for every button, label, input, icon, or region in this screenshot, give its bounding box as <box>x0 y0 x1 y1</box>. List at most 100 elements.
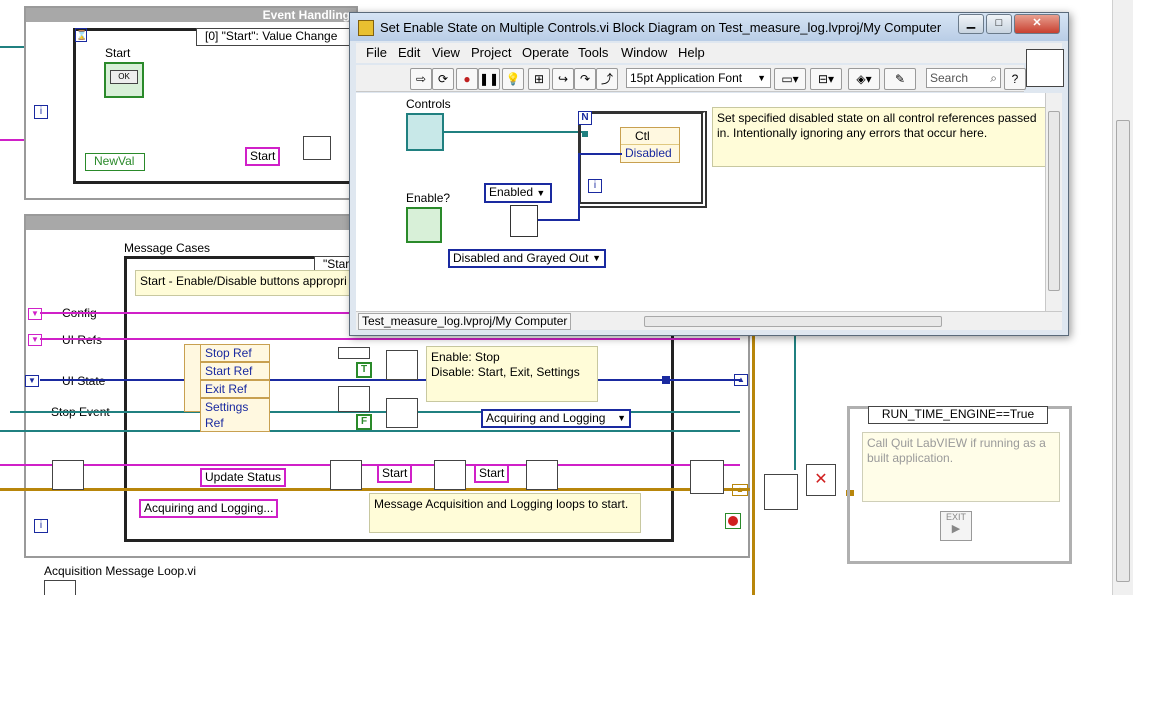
step-out-icon[interactable]: ⤴ <box>596 68 618 90</box>
font-select[interactable]: 15pt Application Font ▼ <box>626 68 771 88</box>
project-path[interactable]: Test_measure_log.lvproj/My Computer <box>358 313 571 330</box>
error-handler-subvi[interactable] <box>690 460 724 494</box>
menu-operate[interactable]: Operate <box>522 45 569 60</box>
true-constant[interactable]: T <box>356 362 372 378</box>
acquisition-loop-subvi[interactable] <box>44 580 76 595</box>
chevron-down-icon: ▼ <box>757 73 766 83</box>
start-message-2[interactable]: Start <box>474 464 510 483</box>
quit-labview-node[interactable]: EXIT ▶ <box>940 511 972 541</box>
font-select-value: 15pt Application Font <box>630 71 743 85</box>
window-vscroll-thumb[interactable] <box>1048 111 1060 291</box>
menu-project[interactable]: Project <box>471 45 512 60</box>
runtime-case-selector[interactable]: RUN_TIME_ENGINE==True <box>868 406 1048 424</box>
start-button-terminal[interactable]: OK <box>104 62 144 98</box>
error-tunnel <box>846 490 854 496</box>
dequeue-message-subvi[interactable] <box>52 460 84 490</box>
build-array-small[interactable] <box>338 347 370 359</box>
subvi-block-diagram-window[interactable]: Set Enable State on Multiple Controls.vi… <box>349 12 1069 336</box>
start-message-1[interactable]: Start <box>377 464 413 483</box>
window-title: Set Enable State on Multiple Controls.vi… <box>380 20 942 35</box>
ui-state-output-register: ▲ <box>734 374 748 386</box>
stop-terminal[interactable] <box>725 513 741 529</box>
merge-errors-node[interactable] <box>764 474 798 510</box>
enum-wire-vertical <box>578 153 580 221</box>
set-enable-state-subvi-2[interactable] <box>386 398 418 428</box>
disabled-grayed-enum-constant[interactable]: Disabled and Grayed Out ▼ <box>448 249 606 268</box>
context-help-icon[interactable]: ? <box>1004 68 1026 90</box>
window-hscroll-thumb[interactable] <box>644 316 942 327</box>
update-status-constant[interactable]: Update Status <box>200 468 287 487</box>
queue-wire <box>0 430 740 432</box>
select-node[interactable] <box>510 205 538 237</box>
enable-terminal[interactable] <box>406 207 442 243</box>
event-frame-title: Event Handling <box>26 8 356 22</box>
close-button[interactable]: ✕ <box>1014 14 1060 34</box>
window-vertical-scrollbar[interactable] <box>1045 93 1062 311</box>
subvi-diagram-canvas[interactable]: Controls Enable? N i Ctl Disabled Enable… <box>356 93 1048 311</box>
false-constant[interactable]: F <box>356 414 372 430</box>
step-into-icon[interactable]: ↪ <box>552 68 574 90</box>
retain-wire-values-icon[interactable]: ⊞ <box>528 68 550 90</box>
loop-iteration-terminal: i <box>588 179 602 193</box>
highlight-execution-icon[interactable]: 💡 <box>502 68 524 90</box>
chevron-down-icon: ▼ <box>536 188 546 198</box>
exit-icon: ▶ <box>951 523 961 535</box>
acquisition-loop-label: Acquisition Message Loop.vi <box>44 564 197 578</box>
error-vertical-wire <box>752 330 755 595</box>
enable-label: Enable? <box>406 191 451 205</box>
cleanup-diagram-icon[interactable]: ✎ <box>884 68 916 90</box>
quit-comment: Call Quit LabVIEW if running as a built … <box>862 432 1060 502</box>
search-input[interactable]: Search ⌕ <box>926 68 1001 88</box>
start-control-label: Start <box>105 46 131 60</box>
disabled-grayed-enum-text: Disabled and Grayed Out <box>453 251 589 265</box>
event-case-selector[interactable]: [0] "Start": Value Change <box>196 28 356 46</box>
menu-view[interactable]: View <box>432 45 460 60</box>
enqueue-start-subvi-1[interactable] <box>434 460 466 490</box>
enum-tunnel <box>662 376 670 384</box>
enqueue-start-subvi-2[interactable] <box>526 460 558 490</box>
controls-array-terminal[interactable] <box>406 113 444 151</box>
menu-edit[interactable]: Edit <box>398 45 421 60</box>
minimize-button[interactable]: ▁ <box>958 14 984 34</box>
release-queue-node[interactable]: ✕ <box>806 464 836 496</box>
build-array[interactable] <box>338 386 370 412</box>
run-continuous-icon[interactable]: ⟳ <box>432 68 454 90</box>
pause-icon[interactable]: ❚❚ <box>478 68 500 90</box>
property-node[interactable]: Ctl Disabled <box>620 127 680 163</box>
state-enum-constant[interactable]: Acquiring and Logging ▼ <box>481 409 631 428</box>
abort-icon[interactable]: ● <box>456 68 478 90</box>
iteration-terminal: i <box>34 105 48 119</box>
start-string-constant[interactable]: Start <box>245 147 281 166</box>
main-scroll-thumb[interactable] <box>1116 120 1130 582</box>
error-wire <box>0 488 750 491</box>
set-enable-state-subvi-1[interactable] <box>386 350 418 380</box>
menu-file[interactable]: File <box>366 45 387 60</box>
error-output-register: ▲ <box>732 484 748 496</box>
unbundle-stop-ref: Stop Ref <box>200 344 270 362</box>
menu-tools[interactable]: Tools <box>578 45 609 60</box>
step-over-icon[interactable]: ↷ <box>574 68 596 90</box>
vi-icon[interactable] <box>1026 49 1064 87</box>
acquiring-message-constant[interactable]: Acquiring and Logging... <box>139 499 279 518</box>
window-title-bar[interactable]: Set Enable State on Multiple Controls.vi… <box>350 13 1068 41</box>
menu-help[interactable]: Help <box>678 45 705 60</box>
enqueue-message-subvi[interactable] <box>303 136 331 160</box>
menu-bar: File Edit View Project Operate Tools Win… <box>356 43 1062 63</box>
enqueue-update-status-subvi[interactable] <box>330 460 362 490</box>
main-vertical-scrollbar[interactable] <box>1112 0 1133 595</box>
enabled-enum-constant[interactable]: Enabled ▼ <box>484 183 552 203</box>
enable-comment: Enable: Stop Disable: Start, Exit, Setti… <box>426 346 598 402</box>
exit-label: EXIT <box>945 512 966 522</box>
run-icon[interactable]: ⇨ <box>410 68 432 90</box>
start-ok-text: OK <box>110 70 138 84</box>
menu-window[interactable]: Window <box>621 45 668 60</box>
message-wire <box>0 464 740 466</box>
distribute-objects-icon[interactable]: ⊟▾ <box>810 68 842 90</box>
maximize-button[interactable]: □ <box>986 14 1012 34</box>
ui-state-shift-register: ▼ <box>25 375 39 387</box>
window-horizontal-scrollbar[interactable] <box>578 316 1040 327</box>
stop-event-wire <box>10 411 740 413</box>
search-icon: ⌕ <box>990 71 997 85</box>
align-objects-icon[interactable]: ▭▾ <box>774 68 806 90</box>
reorder-icon[interactable]: ◈▾ <box>848 68 880 90</box>
